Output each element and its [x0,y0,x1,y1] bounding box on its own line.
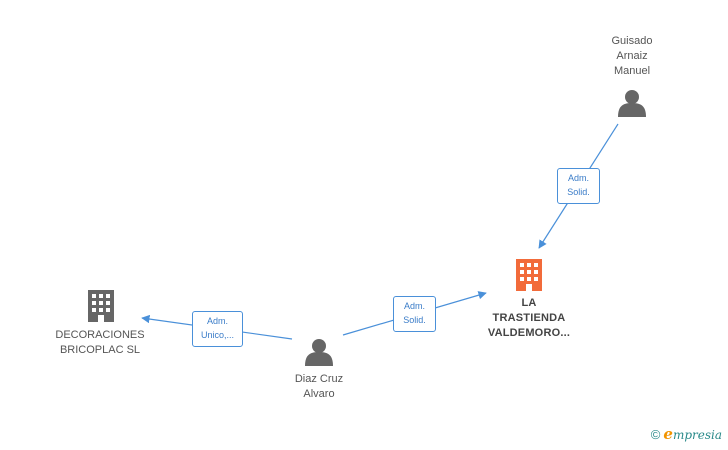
node-label-line: LA [521,297,537,309]
edge-label-line: Adm. [403,301,425,311]
edge-label-line: Adm. [567,173,589,183]
node-label-line: VALDEMORO... [487,327,571,339]
node-label-line: TRASTIENDA [492,312,566,324]
node-label-latrastienda[interactable]: LA TRASTIENDA VALDEMORO... [474,296,584,341]
node-label-line: Manuel [613,65,651,77]
copyright-symbol: © [650,427,661,442]
edge-label-guisado-trastienda[interactable]: Adm. Solid. [557,168,600,204]
building-icon-highlight[interactable] [516,259,542,291]
edge-label-diaz-trastienda[interactable]: Adm. Solid. [393,296,436,332]
node-label-guisado[interactable]: Guisado Arnaiz Manuel [592,34,672,79]
node-label-line: BRICOPLAC SL [59,344,141,356]
node-label-line: DECORACIONES [55,329,145,341]
building-icon[interactable] [88,290,114,322]
edge-label-line: Solid. [403,315,426,325]
edge-label-line: Unico,... [200,330,234,340]
edge-label-line: Adm. [206,316,228,326]
brand-logo: ©empresia [651,425,722,443]
brand-e-letter: e [663,425,673,443]
edge-label-diaz-decoraciones[interactable]: Adm. Unico,... [192,311,243,347]
brand-name-rest: mpresia [672,428,722,442]
person-icon[interactable] [618,90,646,117]
person-icon[interactable] [305,339,333,366]
node-label-line: Diaz Cruz [294,373,344,385]
node-label-diaz[interactable]: Diaz Cruz Alvaro [277,372,361,402]
node-label-decoraciones[interactable]: DECORACIONES BRICOPLAC SL [44,328,156,358]
node-label-line: Arnaiz [616,50,648,62]
node-label-line: Guisado [611,35,653,47]
node-label-line: Alvaro [303,388,335,400]
edge-label-line: Solid. [567,187,590,197]
